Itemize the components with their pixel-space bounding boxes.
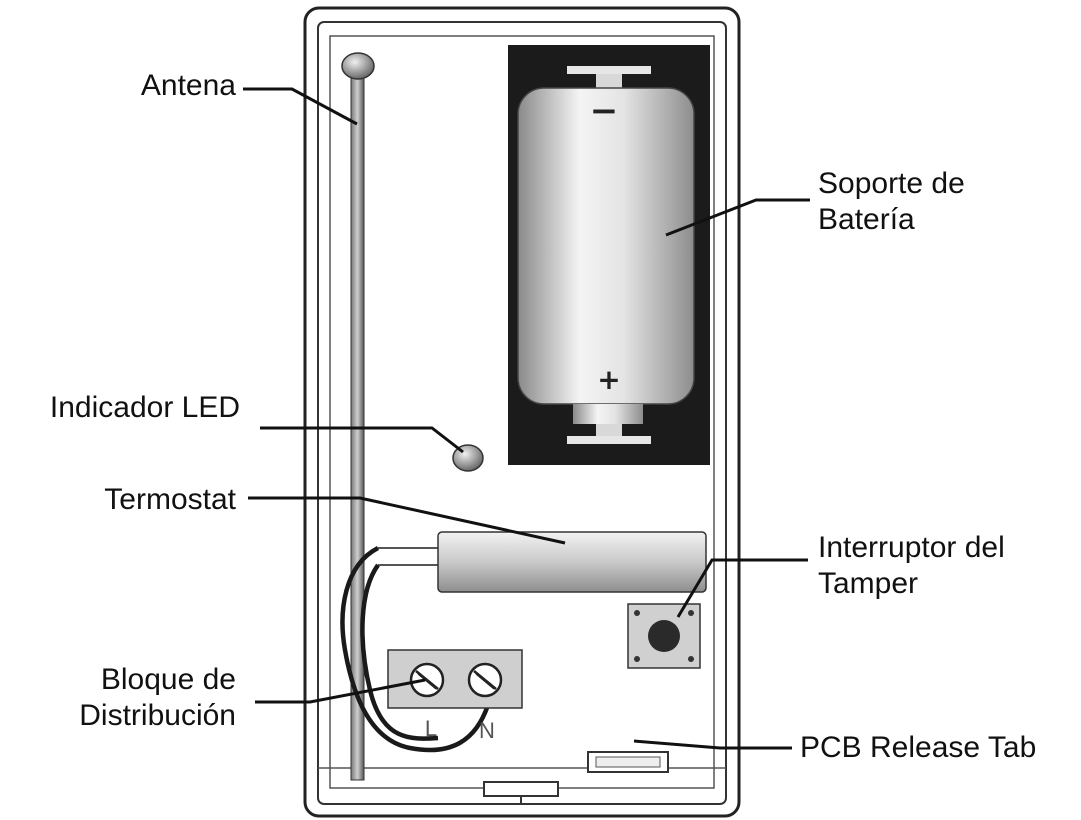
label-bloque-line1: Bloque de <box>100 663 236 696</box>
label-termostat-text: Termostat <box>104 483 236 516</box>
label-bloque-distribucion: Bloque de Distribución <box>50 662 236 734</box>
label-soporte-bateria: Soporte de Batería <box>818 166 965 238</box>
leader-release <box>633 739 792 750</box>
terminal-n-mark: N <box>479 718 495 743</box>
label-pcb-release-tab: PCB Release Tab <box>800 730 1036 766</box>
leader-antena <box>243 87 358 126</box>
label-indicador-led: Indicador LED <box>0 390 240 426</box>
leader-led <box>260 426 464 454</box>
label-soporte-line1: Soporte de <box>818 167 965 200</box>
battery-holder: − + <box>508 45 710 465</box>
label-release-text: PCB Release Tab <box>800 731 1037 764</box>
label-antena-text: Antena <box>140 69 236 102</box>
battery-minus-mark: − <box>590 91 619 131</box>
antenna <box>341 52 375 781</box>
label-termostat: Termostat <box>40 482 236 518</box>
terminal-block: L N <box>387 649 523 743</box>
label-led-text: Indicador LED <box>49 391 240 424</box>
label-bloque-line2: Distribución <box>79 699 236 732</box>
label-interruptor-tamper: Interruptor del Tamper <box>818 530 1005 600</box>
tamper-switch <box>627 603 701 669</box>
battery-plus-mark: + <box>597 363 620 396</box>
label-tamper-line2: Tamper <box>818 567 919 600</box>
leader-bloque <box>255 678 426 704</box>
leader-termostat <box>248 496 566 545</box>
leader-lines <box>243 87 810 750</box>
label-antena: Antena <box>86 68 236 104</box>
terminal-l-mark: L <box>425 716 437 741</box>
leader-tamper <box>676 558 808 618</box>
leader-soporte <box>665 198 810 237</box>
pcb-release-tab <box>587 751 669 773</box>
label-tamper-line1: Interruptor del <box>818 531 1005 564</box>
label-soporte-line2: Batería <box>818 203 915 236</box>
thermostat <box>378 531 707 593</box>
